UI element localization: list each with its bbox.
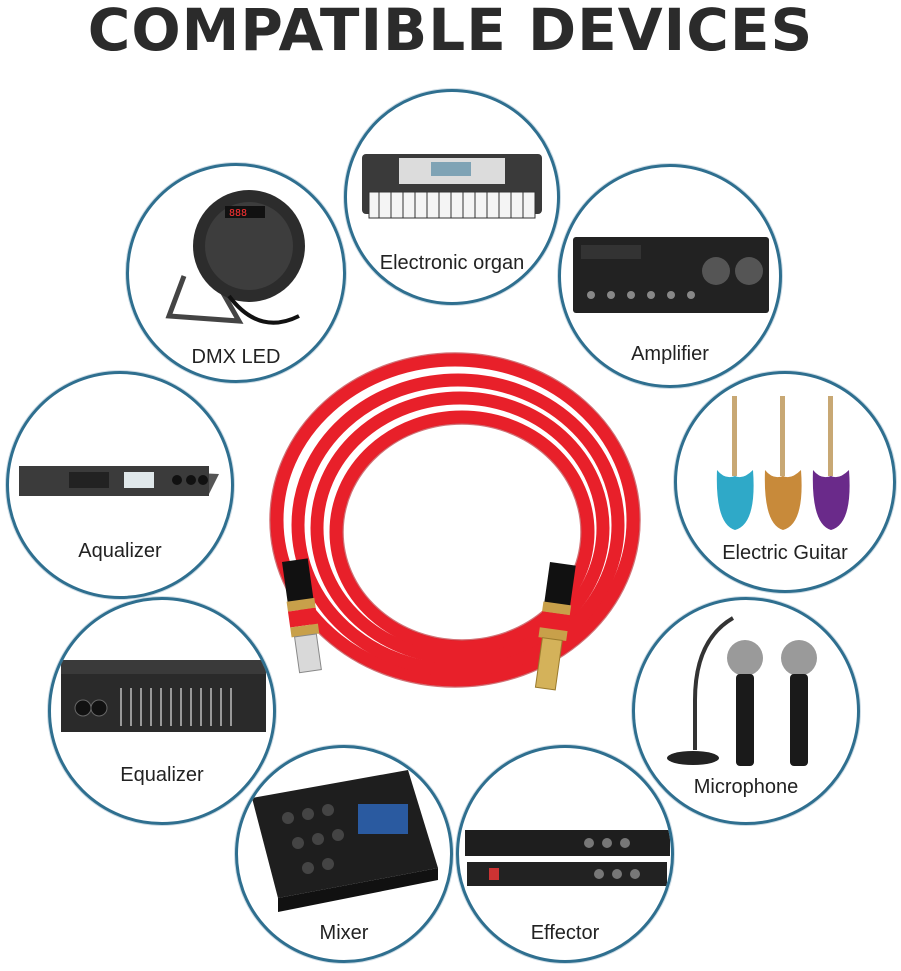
keyboard-icon [362, 154, 542, 219]
amplifier-icon [573, 237, 769, 313]
microphone-icon [667, 616, 817, 766]
device-label: Effector [530, 922, 600, 944]
device-electric-guitar: Electric Guitar [674, 371, 896, 593]
stage-light-icon: 888 [165, 190, 305, 325]
device-label: Electric Guitar [722, 542, 848, 564]
device-label: Mixer [319, 922, 369, 944]
device-equalizer: Equalizer [48, 597, 276, 825]
svg-text:888: 888 [229, 208, 247, 219]
device-label: Amplifier [631, 343, 709, 365]
device-label: DMX LED [191, 346, 281, 368]
device-label: Electronic organ [379, 252, 525, 274]
xlr-cable-image [269, 352, 641, 691]
device-label: Aqualizer [78, 540, 162, 562]
device-label: Equalizer [120, 764, 204, 786]
device-amplifier: Amplifier [558, 164, 782, 388]
effector-icon [465, 830, 670, 886]
page-title: COMPATIBLE DEVICES [87, 0, 814, 64]
guitar-icon [716, 396, 850, 530]
device-label: Microphone [693, 776, 799, 798]
device-dmx-led: 888 DMX LED [126, 163, 346, 383]
device-microphone: Microphone [632, 597, 860, 825]
device-aqualizer: Aqualizer [6, 371, 234, 599]
device-mixer: Mixer [235, 745, 453, 963]
device-electronic-organ: Electronic organ [344, 89, 560, 305]
equalizer-icon [61, 660, 266, 732]
mixer-icon [252, 770, 438, 912]
rack-unit-icon [19, 466, 219, 496]
device-effector: Effector [456, 745, 674, 963]
